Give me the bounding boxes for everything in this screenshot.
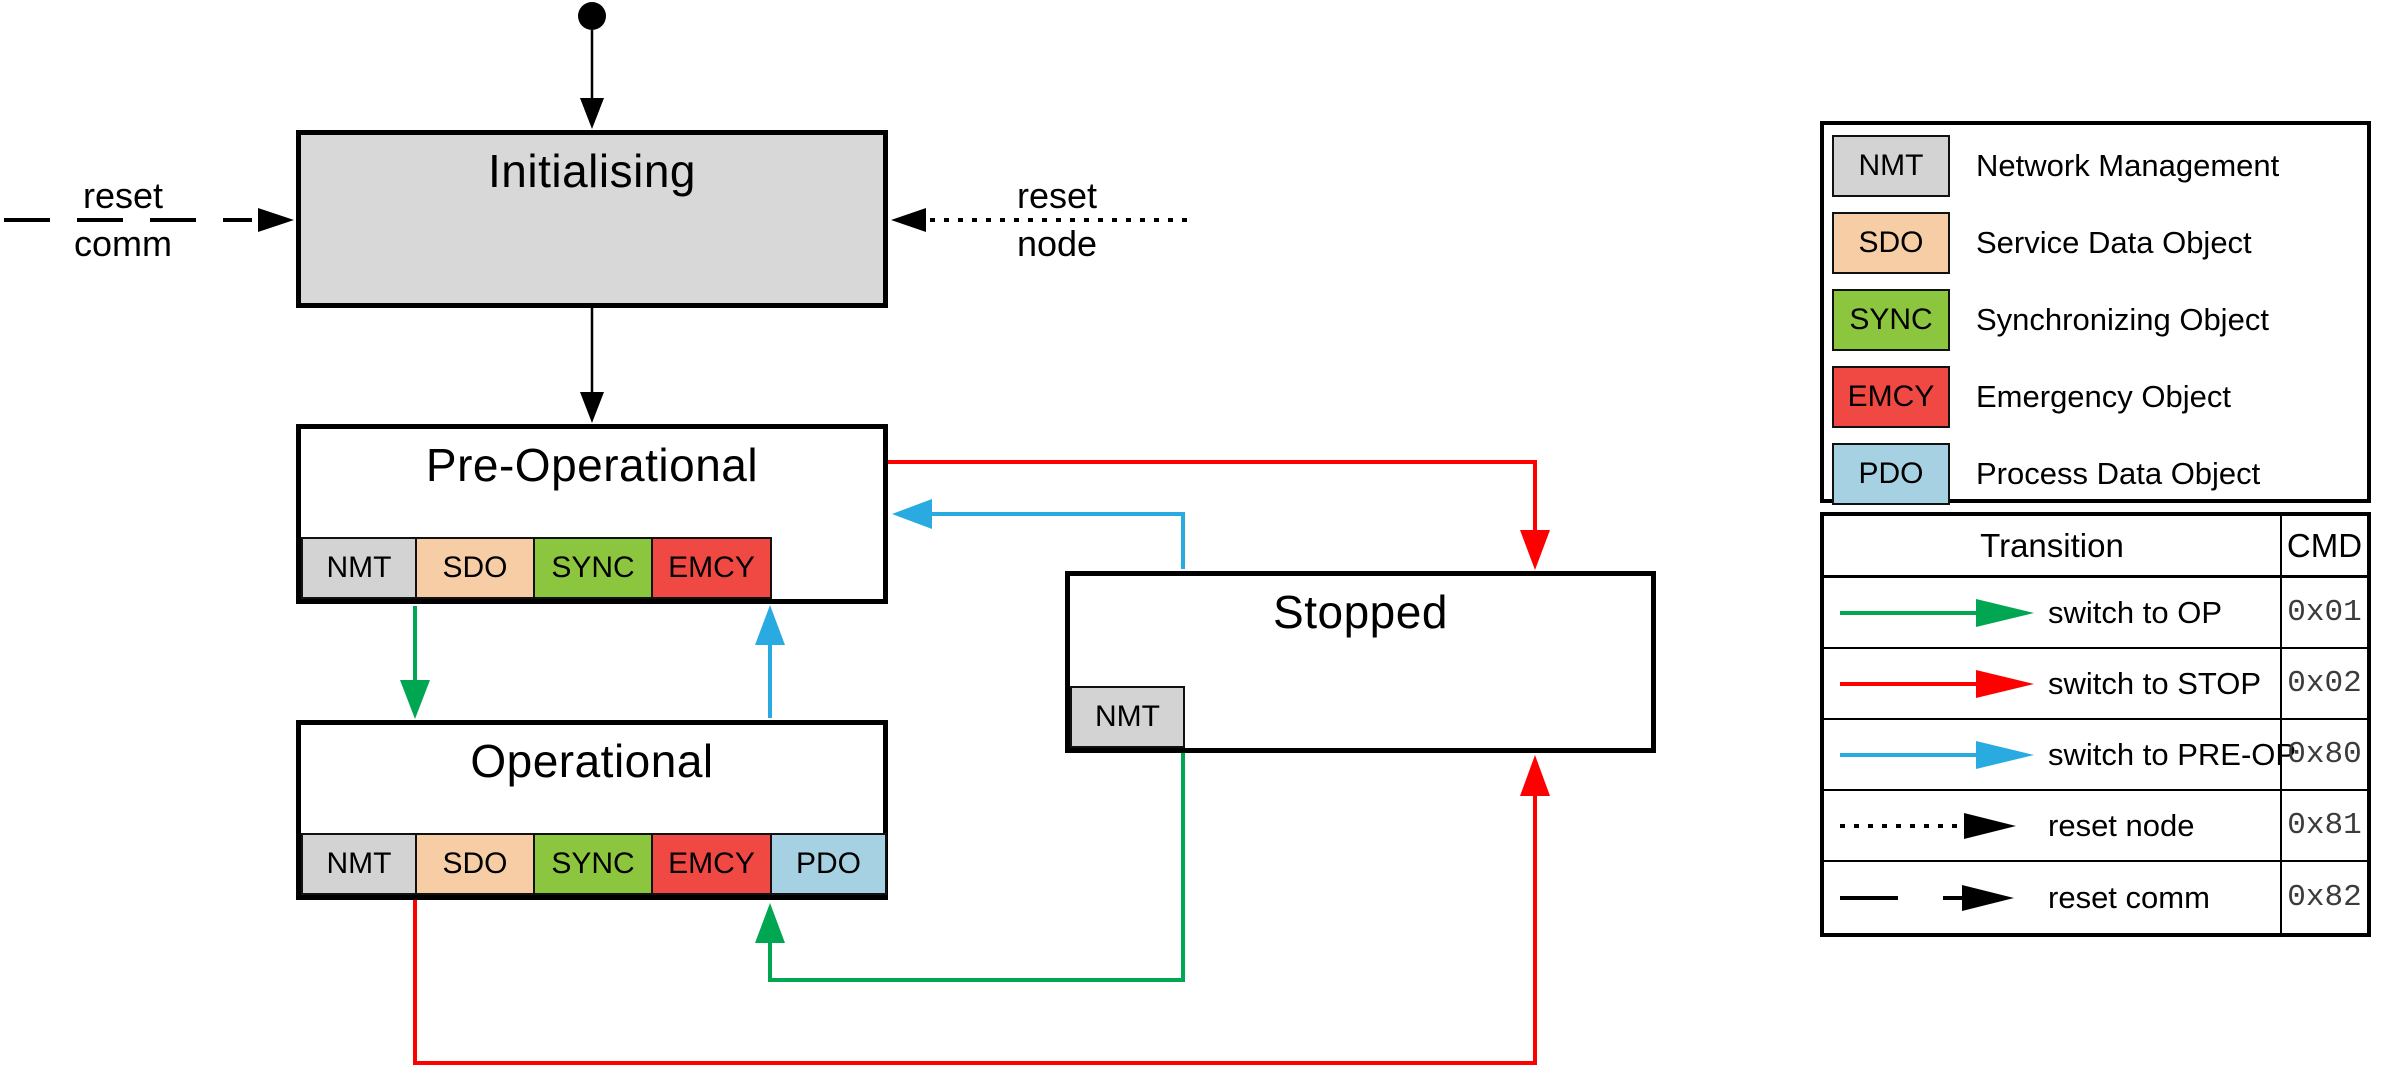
state-operational-title: Operational: [470, 735, 714, 787]
edge-reset-comm-arrowhead-icon: [258, 208, 294, 232]
state-stopped-chips: NMT: [1070, 686, 1185, 748]
edge-stopped-to-preop-arrowhead-icon: [892, 499, 932, 529]
edge-preop-to-stopped-arrowhead-icon: [1520, 530, 1550, 570]
state-pre-operational-title: Pre-Operational: [425, 439, 759, 491]
chip-pdo: PDO: [770, 833, 887, 895]
object-legend: NMT Network Management SDO Service Data …: [1820, 121, 2371, 505]
legend-row-sync: SYNC Synchronizing Object: [1832, 289, 2269, 351]
legend-label-sync: Synchronizing Object: [1976, 302, 2269, 337]
dashed-arrow-icon: [1840, 884, 2014, 911]
reset-comm-line2: comm: [74, 223, 172, 264]
edge-preop-to-stopped-line: [888, 460, 1537, 534]
chip-sdo: SDO: [415, 833, 535, 895]
red-arrow-icon: [1840, 669, 2034, 698]
legend-chip-sync: SYNC: [1832, 289, 1950, 351]
legend-chip-pdo: PDO: [1832, 443, 1950, 505]
dotted-arrow-icon: [1840, 812, 2016, 839]
chip-nmt: NMT: [301, 537, 417, 599]
chip-nmt: NMT: [301, 833, 417, 895]
edge-op-to-preop-arrowhead-icon: [755, 605, 785, 645]
state-pre-operational: Pre-Operational NMT SDO SYNC EMCY: [296, 424, 888, 604]
transition-label: reset node: [2048, 807, 2195, 843]
state-pre-operational-chips: NMT SDO SYNC EMCY: [301, 537, 772, 599]
transition-row-switch-to-stop: switch to STOP 0x02: [1824, 649, 2367, 721]
header-transition: Transition: [1980, 526, 2124, 564]
legend-chip-sdo: SDO: [1832, 212, 1950, 274]
chip-emcy: EMCY: [651, 833, 772, 895]
blue-arrow-icon: [1840, 740, 2034, 769]
transition-cmd: 0x80: [2287, 737, 2362, 773]
reset-node-line2: node: [1016, 223, 1098, 264]
transition-label: switch to OP: [2048, 594, 2222, 630]
edge-preop-to-op-arrowhead-icon: [400, 680, 430, 719]
transition-label: switch to STOP: [2048, 665, 2262, 701]
legend-row-emcy: EMCY Emergency Object: [1832, 366, 2231, 428]
state-operational-chips: NMT SDO SYNC EMCY PDO: [301, 833, 887, 895]
state-operational: Operational NMT SDO SYNC EMCY PDO: [296, 720, 888, 900]
chip-nmt: NMT: [1070, 686, 1185, 748]
reset-comm-line1: reset: [82, 175, 164, 216]
chip-sync: SYNC: [533, 833, 653, 895]
edge-op-to-stopped-arrowhead-icon: [1520, 755, 1550, 796]
transition-row-reset-comm: reset comm 0x82: [1824, 862, 2367, 934]
edge-label-reset-comm: reset comm: [38, 176, 208, 264]
state-stopped: Stopped NMT: [1065, 571, 1656, 753]
transition-table: Transition CMD switch to OP 0x01 switch …: [1820, 512, 2371, 937]
initial-edge-arrowhead-icon: [580, 98, 604, 129]
state-stopped-title: Stopped: [1273, 586, 1448, 638]
chip-sync: SYNC: [533, 537, 653, 599]
transition-label: reset comm: [2048, 879, 2210, 915]
legend-chip-emcy: EMCY: [1832, 366, 1950, 428]
legend-label-pdo: Process Data Object: [1976, 456, 2261, 491]
state-initialising-title: Initialising: [488, 145, 696, 197]
legend-label-nmt: Network Management: [1976, 148, 2280, 183]
transition-cmd: 0x82: [2287, 880, 2362, 916]
transition-row-reset-node: reset node 0x81: [1824, 791, 2367, 863]
transition-label: switch to PRE-OP: [2048, 736, 2297, 772]
legend-label-sdo: Service Data Object: [1976, 225, 2252, 260]
transition-table-header: Transition CMD: [1824, 516, 2367, 579]
green-arrow-icon: [1840, 598, 2034, 627]
state-initialising: Initialising: [296, 130, 888, 308]
edge-stopped-to-op-arrowhead-icon: [755, 903, 785, 943]
legend-row-sdo: SDO Service Data Object: [1832, 212, 2252, 274]
chip-sdo: SDO: [415, 537, 535, 599]
transition-cmd: 0x81: [2287, 808, 2362, 844]
legend-row-nmt: NMT Network Management: [1832, 135, 2279, 197]
transition-row-switch-to-preop: switch to PRE-OP 0x80: [1824, 720, 2367, 792]
edge-reset-node-arrowhead-icon: [891, 208, 926, 232]
edge-init-to-preop-arrowhead-icon: [580, 392, 604, 423]
edge-stopped-to-op-line: [768, 751, 1185, 982]
chip-emcy: EMCY: [651, 537, 772, 599]
legend-row-pdo: PDO Process Data Object: [1832, 443, 2260, 505]
edge-stopped-to-preop-line: [930, 512, 1185, 569]
legend-label-emcy: Emergency Object: [1976, 379, 2231, 414]
edge-label-reset-node: reset node: [972, 176, 1142, 264]
initial-state-dot: [578, 2, 606, 30]
transition-cmd: 0x01: [2287, 595, 2362, 631]
transition-row-switch-to-op: switch to OP 0x01: [1824, 578, 2367, 650]
transition-cmd: 0x02: [2287, 666, 2362, 702]
reset-node-line1: reset: [1016, 175, 1098, 216]
legend-chip-nmt: NMT: [1832, 135, 1950, 197]
header-cmd: CMD: [2280, 516, 2367, 576]
edge-op-to-stopped-line: [413, 792, 1537, 1065]
